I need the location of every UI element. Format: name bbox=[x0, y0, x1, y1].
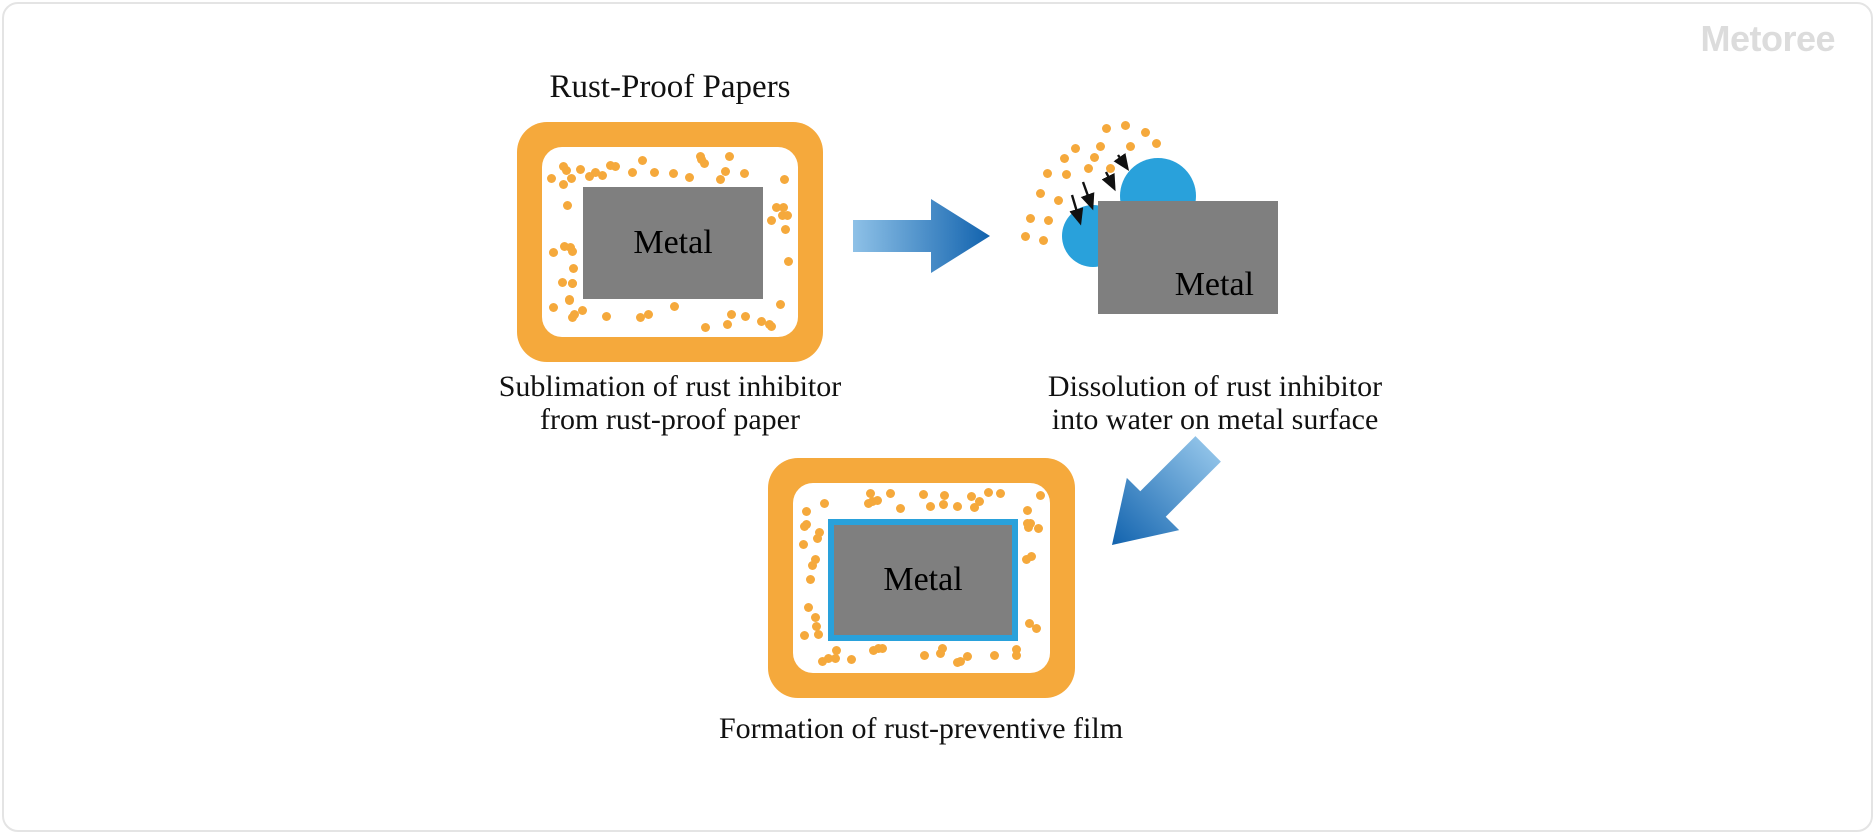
metal-block-3: Metal bbox=[834, 525, 1012, 635]
metoree-logo: Metoree bbox=[1700, 18, 1835, 59]
metal-label-2: Metal bbox=[1174, 266, 1254, 303]
metal-label-3: Metal bbox=[883, 561, 963, 598]
down-left-arrow-icon bbox=[1111, 436, 1221, 546]
right-arrow-icon bbox=[853, 199, 990, 273]
metal-block-2: Metal bbox=[1098, 201, 1278, 314]
metal-label-1: Metal bbox=[633, 224, 713, 261]
step3-caption: Formation of rust-preventive film bbox=[718, 712, 1124, 745]
diffusion-arrows bbox=[1069, 153, 1130, 226]
step1-caption-line2: from rust-proof paper bbox=[540, 403, 800, 436]
step1-caption: Sublimation of rust inhibitor from rust-… bbox=[395, 370, 945, 436]
step2-caption-line1: Dissolution of rust inhibitor bbox=[1047, 370, 1383, 403]
step1-title: Rust-Proof Papers bbox=[549, 69, 791, 105]
metal-block-1: Metal bbox=[583, 187, 763, 299]
step1-caption-line1: Sublimation of rust inhibitor bbox=[498, 370, 842, 403]
step2-caption: Dissolution of rust inhibitor into water… bbox=[940, 370, 1490, 436]
step2-caption-line2: into water on metal surface bbox=[1051, 403, 1379, 436]
